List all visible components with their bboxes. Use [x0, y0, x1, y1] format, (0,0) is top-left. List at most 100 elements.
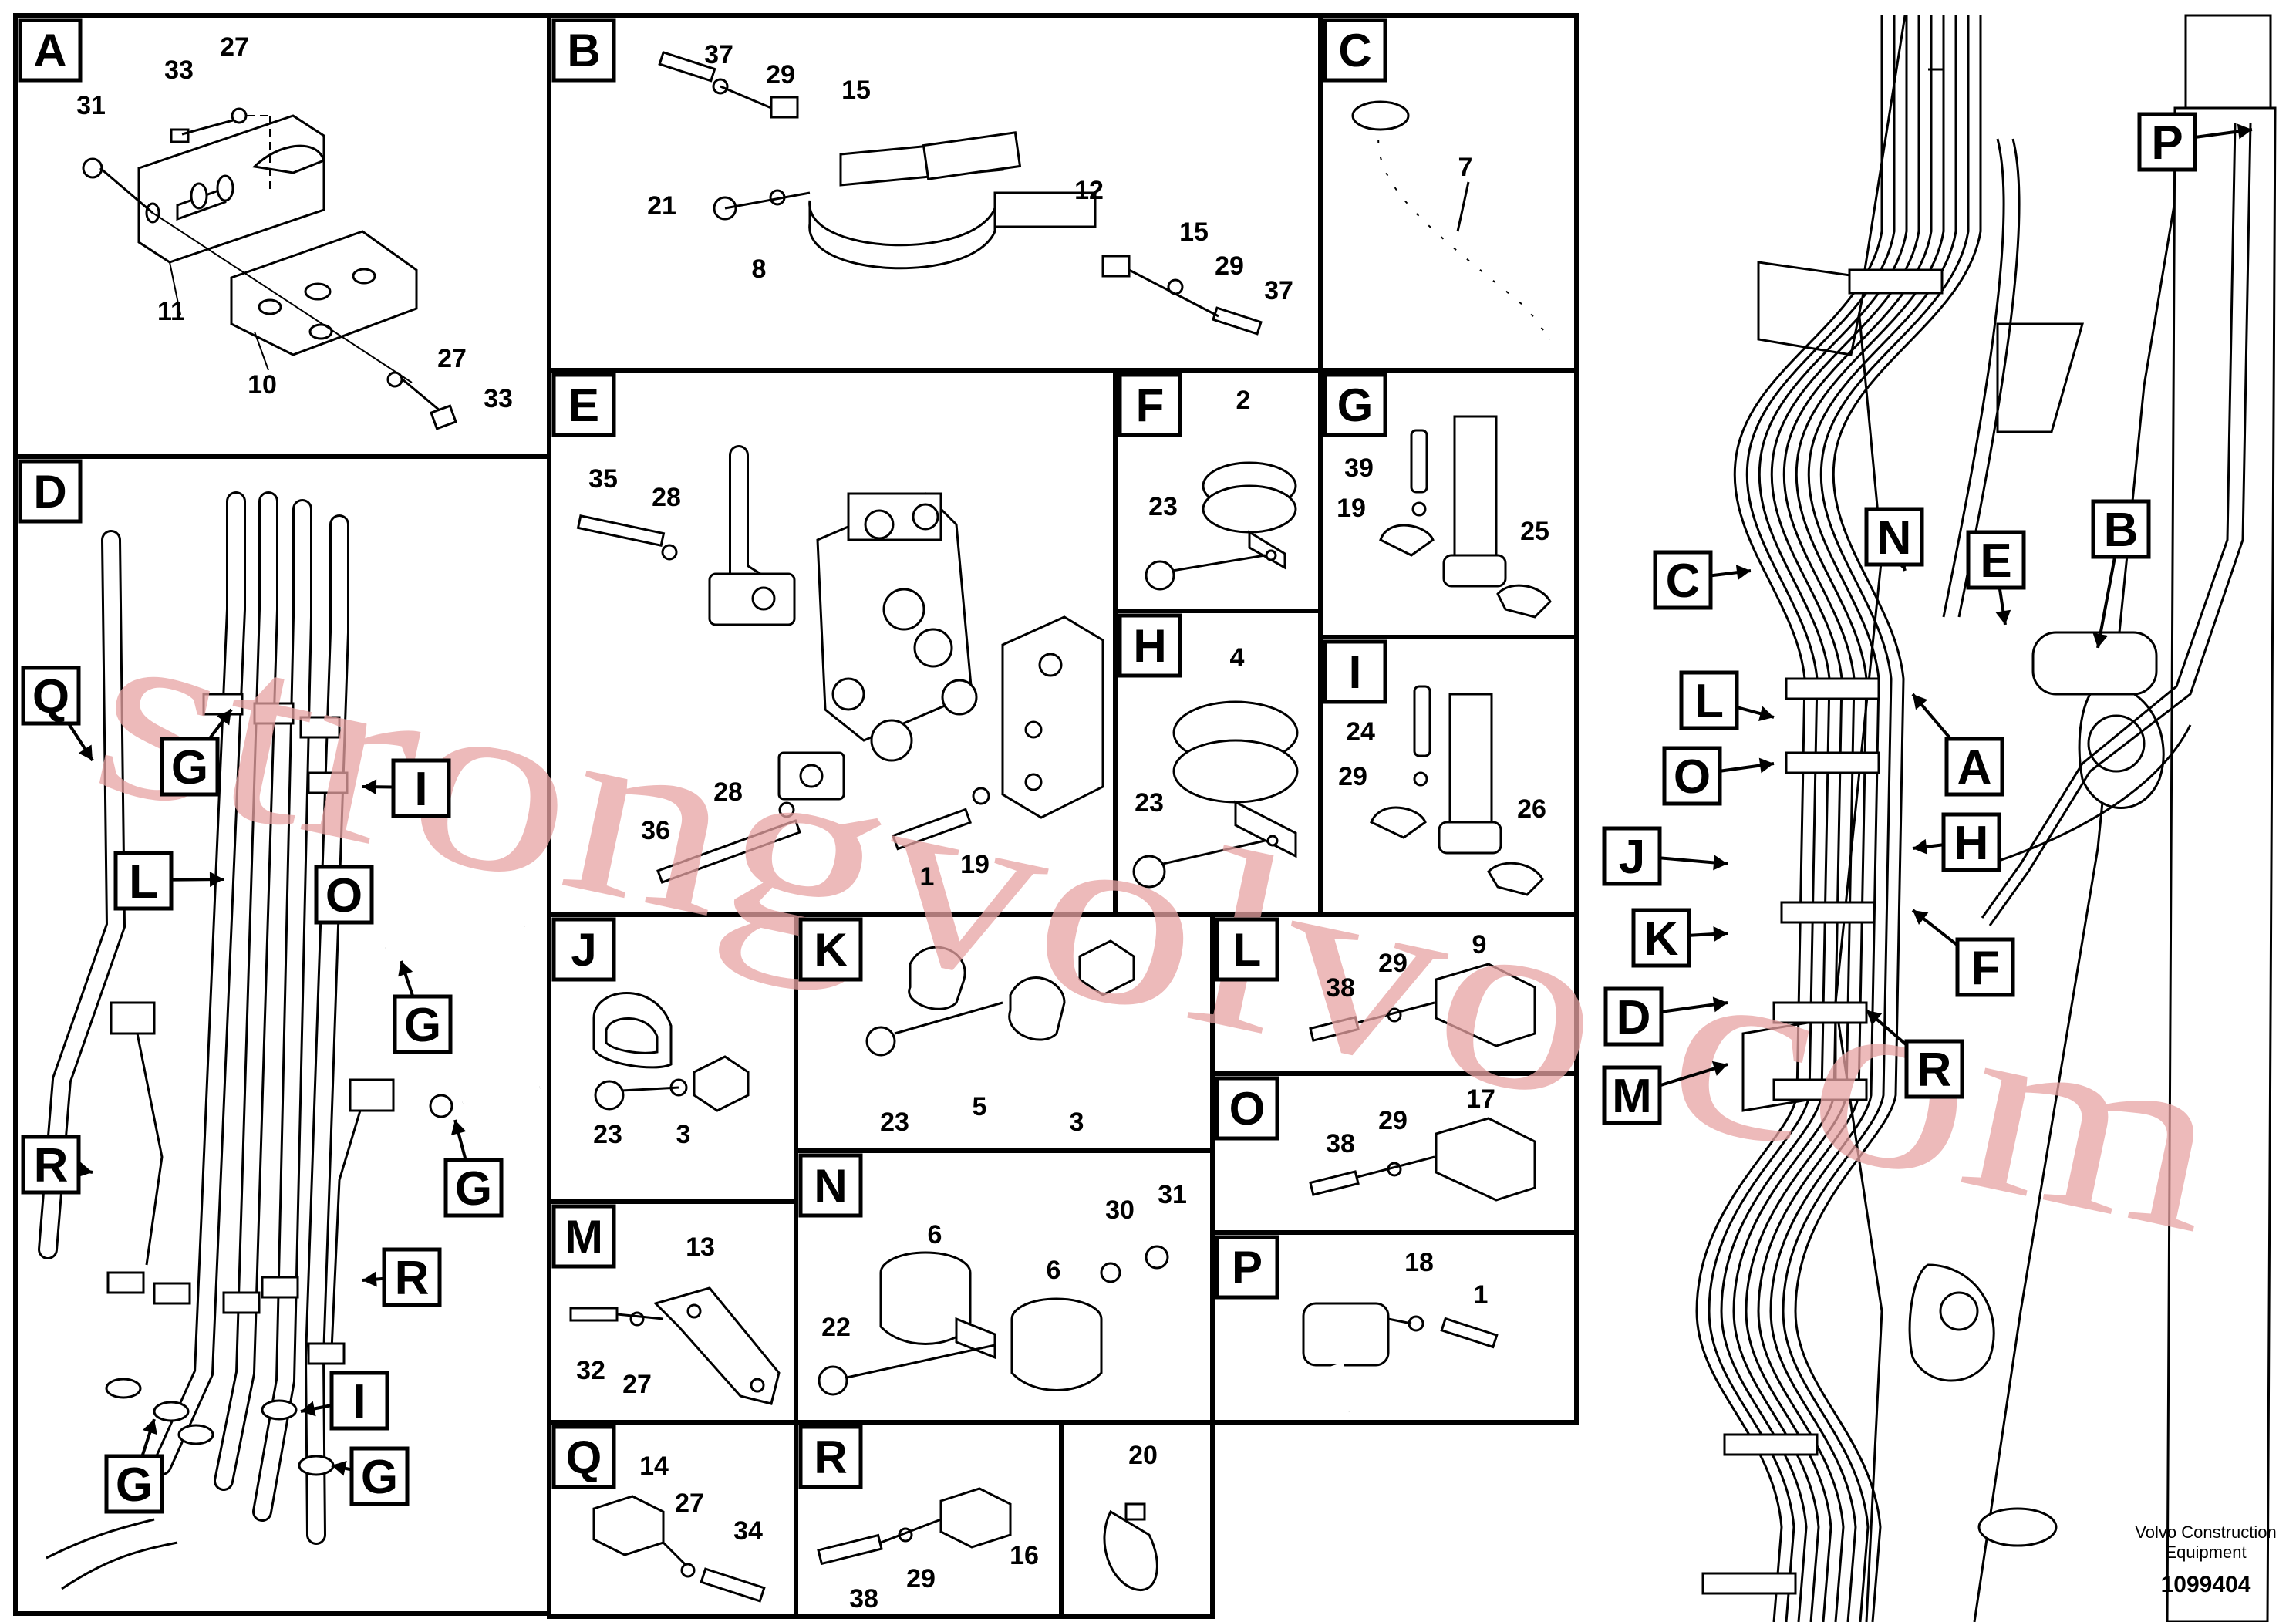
panel-tag-n: N: [798, 1153, 863, 1218]
panel-k-drawing: [865, 939, 1135, 1057]
part-number-label: 28: [652, 483, 681, 512]
panel-tag-l: L: [1215, 917, 1279, 982]
panel-tag-label: N: [814, 1160, 847, 1212]
callout-letter: O: [1674, 750, 1711, 804]
overview-callout-m: M: [1602, 1061, 1728, 1125]
panel-tag-q: Q: [551, 1425, 616, 1489]
part-number-label: 33: [164, 56, 194, 85]
callout-letter: K: [1644, 912, 1679, 966]
overview-callout-c: C: [1653, 550, 1752, 610]
part-number-label: 14: [639, 1452, 669, 1481]
panel-tag-o: O: [1215, 1076, 1279, 1141]
callout-letter: L: [1694, 675, 1724, 728]
panel-j-drawing: [592, 992, 750, 1112]
part-number-label: 29: [906, 1564, 936, 1593]
part-number-label: 23: [593, 1120, 622, 1149]
part-number-label: 39: [1344, 454, 1374, 483]
callout-letter: D: [1617, 991, 1651, 1044]
overview-drawing: [1741, 14, 2277, 1622]
part-number-label: 27: [622, 1370, 652, 1399]
detail-callout-g: G: [104, 1418, 164, 1514]
panel-q-drawing: [592, 1495, 766, 1603]
part-number-label: 15: [841, 76, 871, 105]
detail-callout-g: G: [331, 1446, 410, 1506]
overview-callout-h: H: [1912, 812, 2001, 872]
part-number-label: 28: [713, 777, 743, 807]
panel-tag-label: G: [1337, 379, 1374, 431]
part-number-label: 29: [766, 60, 795, 89]
part-number-label: 34: [733, 1516, 763, 1546]
part-number-label: 11: [157, 297, 185, 326]
part-number-label: 36: [641, 816, 670, 845]
callout-letter: C: [1666, 555, 1701, 608]
panel-tag-label: P: [1232, 1242, 1263, 1293]
part-number-label: 3: [1070, 1108, 1084, 1137]
footer: Volvo Construction Equipment 1099404: [2135, 1523, 2276, 1597]
panel-tag-label: R: [814, 1431, 847, 1483]
part-number-label: 31: [76, 91, 106, 120]
callout-letter: R: [395, 1252, 430, 1305]
callout-letter: G: [171, 741, 208, 794]
part-number-label: 29: [1378, 1106, 1408, 1135]
overview-callout-d: D: [1603, 986, 1728, 1047]
panel-tag-label: A: [33, 25, 66, 76]
panel-g-drawing: [1379, 415, 1552, 619]
panel-r-drawing: [817, 1487, 1012, 1566]
panel-o-drawing: [1309, 1117, 1536, 1202]
part-number-label: 13: [686, 1233, 715, 1262]
part-number-label: 21: [647, 191, 676, 221]
callout-letter: F: [1971, 942, 2000, 995]
part-number-label: 32: [576, 1356, 605, 1385]
overview-callout-l: L: [1679, 670, 1775, 730]
overview-clamps: [1701, 268, 2158, 1595]
callout-letter: G: [455, 1162, 492, 1216]
callout-letter: R: [34, 1139, 69, 1192]
detail-callout-g: G: [393, 960, 453, 1054]
part-number-label: 22: [821, 1313, 851, 1342]
panel-tag-label: I: [1349, 646, 1362, 698]
part-number-label: 8: [752, 255, 767, 284]
part-number-label: 6: [1047, 1256, 1061, 1285]
callout-letter: L: [129, 855, 158, 909]
callout-letter: N: [1877, 511, 1912, 565]
panel-tag-b: B: [551, 18, 616, 83]
part-number-label: 29: [1378, 949, 1408, 978]
overview-callout-k: K: [1631, 908, 1728, 968]
part-number-label: 1: [920, 862, 935, 892]
panel-tag-label: J: [571, 924, 596, 976]
part-number-label: 27: [675, 1489, 704, 1518]
callout-letter: B: [2104, 504, 2139, 557]
panel-tag-label: B: [567, 25, 600, 76]
part-number-label: 38: [1326, 1129, 1355, 1158]
detail-callout-g: G: [443, 1119, 504, 1218]
panel-a-drawing: [82, 107, 457, 430]
panel-h-drawing: [1132, 700, 1299, 889]
part-number-label: 19: [1337, 494, 1366, 523]
overview-callout-e: E: [1966, 530, 2026, 626]
panel-tag-p: P: [1215, 1235, 1279, 1300]
detail-callout-i: I: [300, 1371, 389, 1431]
callout-letter: H: [1954, 817, 1989, 870]
part-number-label: 25: [1520, 517, 1549, 546]
overview-callout-n: N: [1864, 507, 1924, 572]
part-number-label: 37: [704, 40, 733, 69]
callout-letter: M: [1612, 1070, 1652, 1123]
detail-callout-o: O: [314, 865, 374, 925]
detail-callout-i: I: [362, 758, 451, 818]
part-number-label: 4: [1230, 643, 1245, 673]
part-number-label: 6: [928, 1220, 942, 1249]
panel-b-drawing: [658, 50, 1263, 336]
part-number-label: 15: [1179, 218, 1209, 247]
overview-callout-p: P: [2137, 112, 2253, 172]
part-number-label: 33: [484, 384, 513, 413]
detail-callout-r: R: [362, 1247, 442, 1307]
panel-frames: [13, 13, 1579, 1619]
panel-c-drawing: [1351, 100, 1566, 352]
part-number-label: 1: [1474, 1280, 1489, 1310]
overview-callout-j: J: [1602, 826, 1728, 886]
callout-letter: P: [2151, 116, 2183, 170]
